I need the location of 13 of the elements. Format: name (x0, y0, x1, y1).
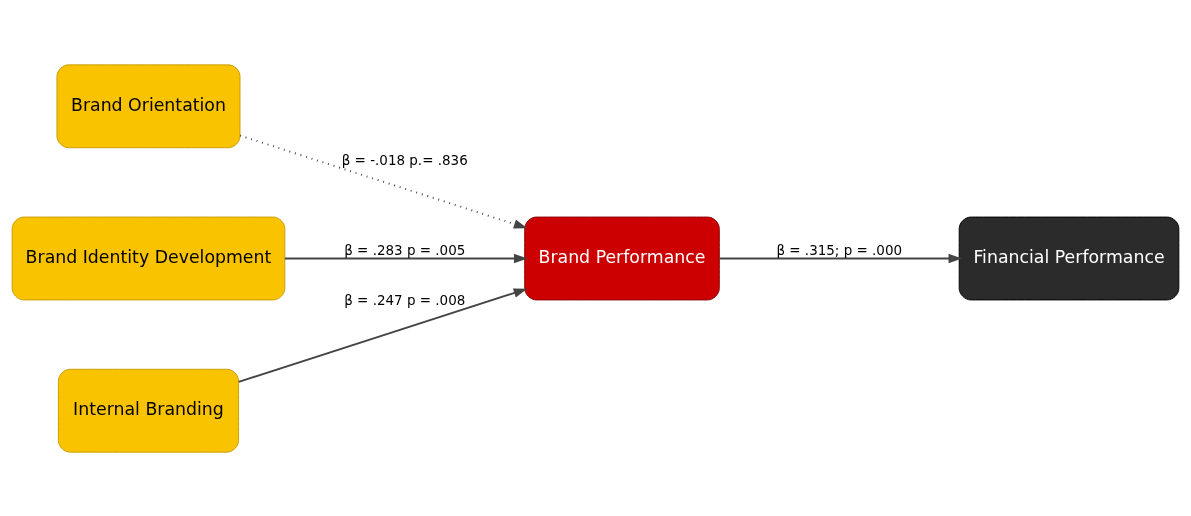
node-box: Financial Performance (958, 216, 1180, 300)
node-box: Brand Orientation (56, 63, 241, 148)
node-box: Brand Identity Development (11, 216, 286, 300)
arrow (237, 287, 528, 383)
node-box: Internal Branding (57, 368, 240, 453)
node-box: Brand Performance (524, 216, 720, 300)
edge-label: β = .247 p = .008 (344, 291, 466, 308)
arrow (718, 253, 963, 263)
edge-label: β = .283 p = .005 (344, 241, 466, 258)
arrow (239, 134, 528, 229)
edge-label: β = .315; p = .000 (776, 241, 903, 258)
edge-label: β = -.018 p.= .836 (341, 151, 468, 168)
arrow (283, 253, 528, 263)
